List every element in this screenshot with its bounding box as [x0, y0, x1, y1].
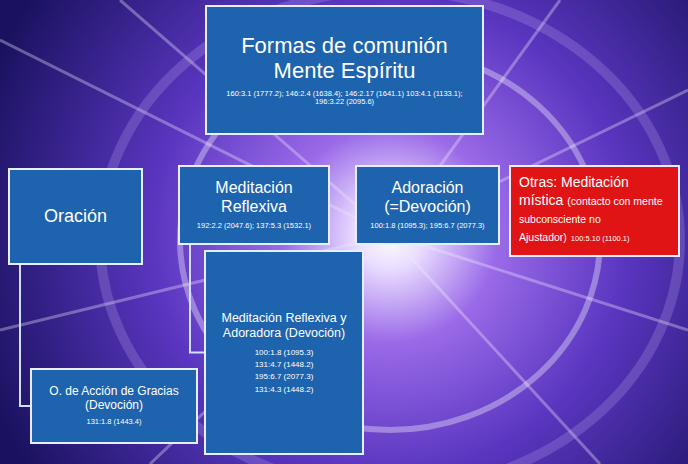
- connector-line: [190, 245, 204, 353]
- node-reference: 195:6.7 (2077.3): [255, 372, 314, 381]
- node-reference: 192:2.2 (2047.6); 137:5.3 (1532.1): [197, 222, 311, 231]
- node-reference: 100:1.8 (1095.3): [255, 348, 314, 357]
- node-heading: Oración: [44, 206, 107, 227]
- node-heading: Formas de comunión Mente Espíritu: [213, 33, 476, 84]
- node-reference: 131:4.7 (1448.2): [255, 360, 314, 369]
- node-reference: 100:1.8 (1095.3); 195:6.7 (2077.3): [370, 222, 484, 231]
- node-heading: Adoración (=Devoción): [363, 179, 492, 216]
- sub-box: Meditación Reflexiva y Adoradora (Devoci…: [204, 250, 364, 455]
- category-box: Meditación Reflexiva 192:2.2 (2047.6); 13…: [178, 165, 330, 245]
- category-box: Adoración (=Devoción) 100:1.8 (1095.3); 1…: [355, 165, 500, 245]
- highlight-box: Otras: Meditación mística(contacto con m…: [509, 165, 680, 257]
- node-reference: 160:3.1 (1777.2); 146:2.4 (1638.4); 146:…: [213, 90, 476, 107]
- node-reference: 100:5.10 (1100.1): [571, 234, 630, 243]
- category-box: Oración: [8, 168, 143, 265]
- node-heading: Meditación Reflexiva y Adoradora (Devoci…: [212, 311, 356, 340]
- title-box: Formas de comunión Mente Espíritu 160:3.1…: [205, 5, 484, 135]
- connector-line: [20, 265, 30, 406]
- sub-box: O. de Acción de Gracias (Devoción) 131:1.…: [30, 368, 198, 444]
- node-reference: 131:1.8 (1443.4): [86, 418, 141, 427]
- node-reference: 131:4.3 (1448.2): [255, 385, 314, 394]
- node-heading: Meditación Reflexiva: [186, 179, 322, 216]
- node-heading: O. de Acción de Gracias (Devoción): [38, 385, 190, 413]
